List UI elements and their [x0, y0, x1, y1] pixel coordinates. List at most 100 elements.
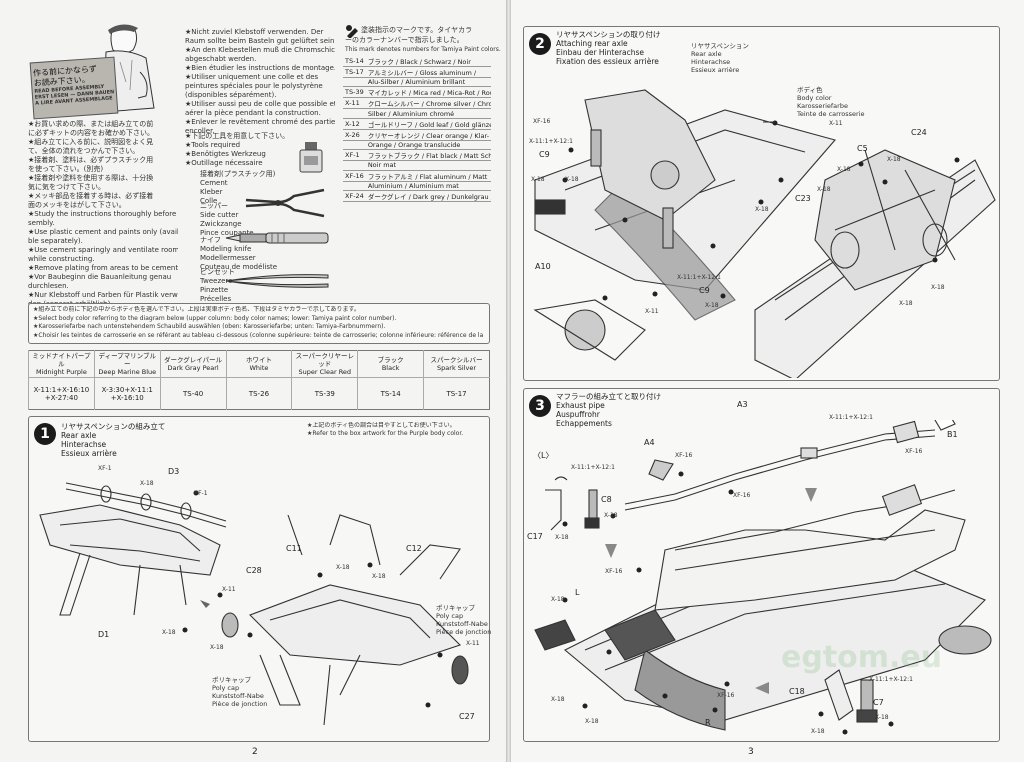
step3-label-x18-a: X-18	[604, 512, 618, 519]
step2-label-x11-b: X-11	[645, 308, 659, 315]
step3-label-a3: A3	[737, 400, 748, 409]
step1-label-x18-b: X-18	[336, 564, 350, 571]
paint-name: フラットブラック / Flat black / Matt Schwarz /	[365, 149, 491, 162]
page-gutter	[506, 0, 511, 762]
step1-label-x18-a: X-18	[140, 480, 154, 487]
paint-row: Noir mat	[343, 160, 491, 171]
paint-code: TS-17	[343, 66, 366, 78]
color-name-en: Black	[381, 364, 400, 372]
step2-label-c5: C5	[857, 144, 868, 153]
color-name-jp: ディープマリンブルー	[98, 352, 156, 368]
rear-axle-drawing	[39, 482, 469, 726]
cement-bottle-icon	[299, 142, 323, 173]
step2-label-x18-i: X-18	[899, 300, 913, 307]
step2-label-c9-a: C9	[539, 150, 550, 159]
step1-label-x18-d: X-18	[162, 629, 176, 636]
step3-label-x18-f: X-18	[811, 728, 825, 735]
color-name-en: Dark Gray Pearl	[167, 364, 219, 372]
paint-name: マイカレッド / Mica red / Mica-Rot / Rouge mic…	[365, 86, 491, 99]
step3-label-l: L	[575, 588, 580, 597]
color-name-jp: スパークシルバー	[430, 356, 483, 364]
color-code-cell: TS-17	[423, 377, 490, 410]
paint-name: ダークグレイ / Dark grey / Dunkelgrau / Gris f…	[365, 190, 491, 202]
step2-label-c9-b: C9	[699, 286, 710, 295]
step3-label-x18-e: X-18	[875, 714, 889, 721]
paint-name: Orange / Orange translucide	[365, 140, 491, 151]
color-name-en: Midnight Purple	[35, 368, 87, 376]
step2-label-x11-a: X-11	[829, 120, 843, 127]
paint-name: クリヤーオレンジ / Clear orange / Klar-	[365, 129, 491, 141]
paint-name: ゴールドリーフ / Gold leaf / Gold glänzend / Do…	[365, 118, 491, 130]
step3-label-mix-b: X-11:1+X-12:1	[571, 464, 615, 471]
color-name-en: Super Clear Red	[298, 368, 352, 376]
paint-code	[343, 140, 366, 151]
color-name-jp: スーパークリヤーレッド	[295, 352, 355, 368]
step3-label-c18: C18	[789, 687, 805, 696]
step3-label-mix-c: X-11:1+X-12:1	[869, 676, 913, 683]
page-number-left: 2	[252, 747, 258, 757]
step3-label-xf16-e: XF-16	[717, 692, 735, 699]
step3-label-xf16-d: XF-16	[605, 568, 623, 575]
step3-label-xf16-a: XF-16	[905, 448, 923, 455]
general-notes-english: ★Study the instructions thoroughly befor…	[28, 210, 178, 308]
step1-label-x18-e: X-18	[210, 644, 224, 651]
modeling-knife-icon	[225, 232, 329, 244]
paint-row: Silber / Aluminium chromé	[343, 108, 491, 119]
paint-code: TS-14	[343, 56, 366, 67]
exhaust-pipe-drawing	[534, 420, 992, 735]
step3-label-xf16-b: XF-16	[675, 452, 693, 459]
rear-axle-install-drawing	[533, 89, 996, 378]
side-cutter-icon	[245, 188, 325, 218]
paint-code: X-12	[343, 118, 366, 130]
paint-codes-heading: 塗装指示のマークです。タイヤカラ	[361, 26, 473, 34]
step2-label-c24: C24	[911, 128, 927, 137]
paint-row: Aluminium / Aluminium mat	[343, 181, 491, 191]
step2-label-x18-d: X-18	[837, 166, 851, 173]
color-code-cell: TS-14	[357, 377, 424, 410]
step2-label-xf16: XF-16	[533, 118, 551, 125]
step3-label-b1: B1	[947, 430, 958, 439]
step1-label-c27: C27	[459, 712, 475, 721]
step2-label-mix-b: X-11:1+X-12:1	[677, 274, 721, 281]
step1-label-xf1-a: XF-1	[98, 465, 112, 472]
paint-code	[343, 108, 366, 119]
body-color-note-box: ★組み立ての前に下記の中からボディ色を選んで下さい。上段は実車ボディ色名、下段は…	[28, 303, 490, 344]
color-name-jp: ダークグレイパール	[164, 356, 223, 364]
paint-row: Orange / Orange translucide	[343, 140, 491, 151]
general-notes-japanese: ★お買い求めの際、または組み立ての前に必ずキットの内容をお確かめ下さい。 ★組み…	[28, 120, 154, 209]
step1-label-x11-b: X-11	[466, 640, 480, 647]
step1-color-note: ★上記のボディ色の調合は目やすとしてお使い下さい。 ★Refer to the …	[307, 422, 464, 437]
paint-name: クロームシルバー / Chrome silver / Chrom-	[365, 97, 491, 110]
step2-label-x18-g: X-18	[705, 302, 719, 309]
color-code-cell: X-11:1+X-16:10 +X-27:40	[28, 377, 95, 410]
step1-label-x11-a: X-11	[222, 586, 236, 593]
step1-number: 1	[34, 423, 56, 445]
paint-code: XF-1	[343, 149, 366, 162]
step3-label-x18-d: X-18	[551, 696, 565, 703]
paint-code	[343, 181, 366, 191]
step3-label-r: R	[705, 718, 711, 727]
paint-codes-heading-2: ーのカラーナンバーで指示しました。 This mark denotes numb…	[345, 36, 501, 53]
left-page: 作る前にかならず お読み下さい。 READ BEFORE ASSEMBLY ER…	[0, 0, 506, 762]
paint-name: Silber / Aluminium chromé	[365, 108, 491, 119]
paint-code: X-26	[343, 129, 366, 141]
